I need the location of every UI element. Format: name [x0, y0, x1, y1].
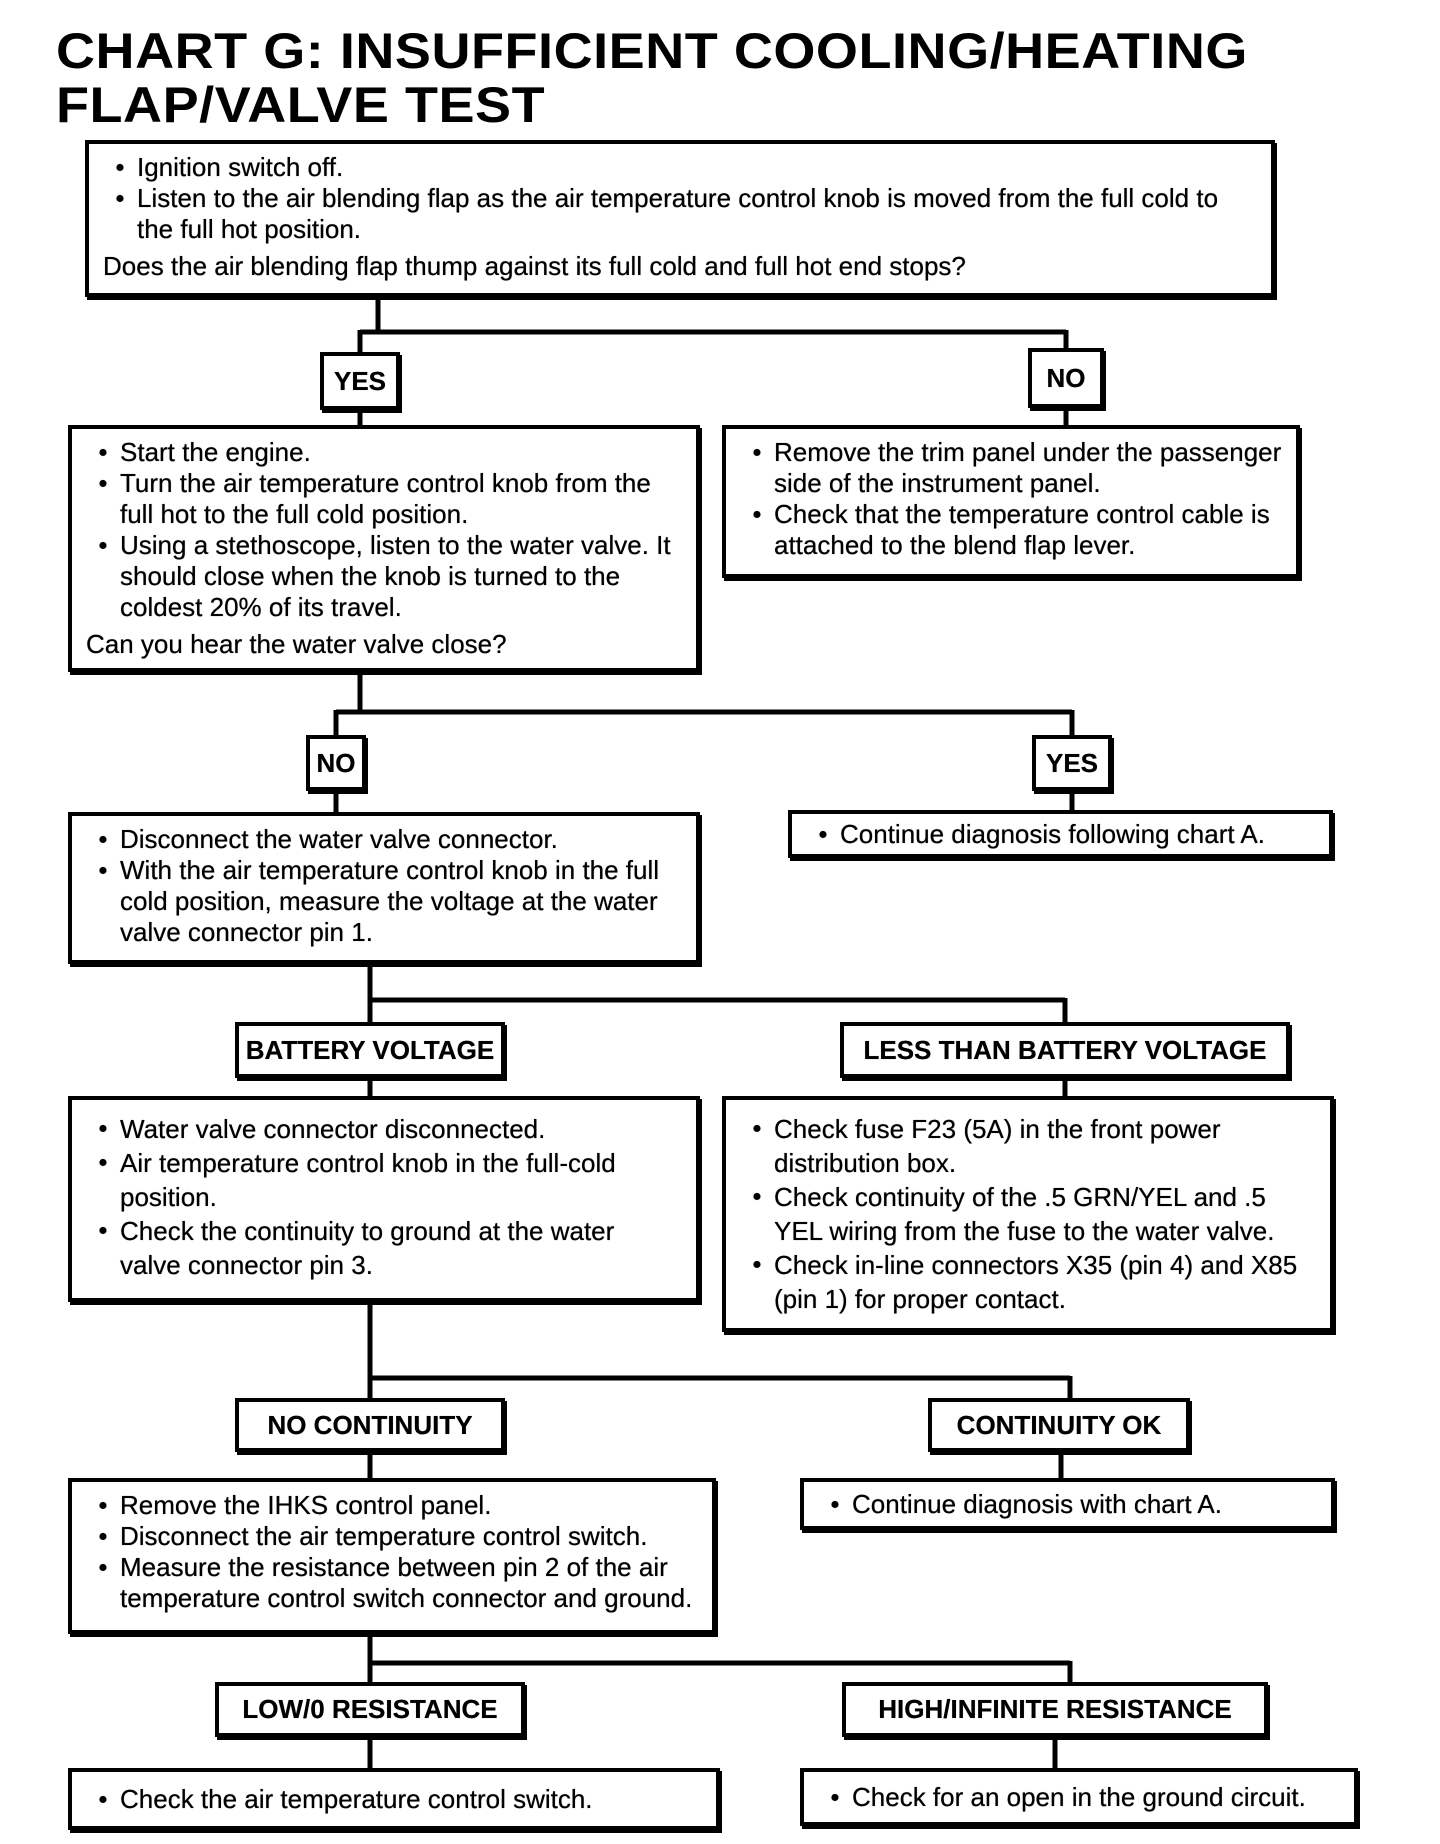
bullet-icon: ●: [98, 1497, 108, 1514]
bullet-text: Measure the resistance between pin 2 of …: [120, 1552, 693, 1613]
bullet-text: Ignition switch off.: [137, 152, 344, 182]
bullet-text: Water valve connector disconnected.: [120, 1114, 546, 1144]
bullet-icon: ●: [98, 862, 108, 879]
bullet-item: ● Using a stethoscope, listen to the wat…: [86, 530, 682, 623]
bullet-icon: ●: [98, 1222, 108, 1239]
bullet-icon: ●: [98, 475, 108, 492]
bullet-text: Check in-line connectors X35 (pin 4) and…: [774, 1250, 1298, 1314]
bullet-text: With the air temperature control knob in…: [120, 855, 660, 947]
bullet-text: Remove the IHKS control panel.: [120, 1490, 492, 1520]
bullet-item: ● Check that the temperature control cab…: [740, 499, 1282, 561]
branch-label-no-2: NO: [306, 735, 366, 791]
bullet-text: Check fuse F23 (5A) in the front power d…: [774, 1114, 1221, 1178]
bullet-icon: ●: [98, 1790, 108, 1808]
bullet-text: Listen to the air blending flap as the a…: [137, 183, 1219, 244]
bullet-item: ● Start the engine.: [86, 437, 682, 468]
bullet-text: Continue diagnosis following chart A.: [840, 818, 1265, 849]
bullet-item: ● Remove the trim panel under the passen…: [740, 437, 1282, 499]
bullet-icon: ●: [818, 825, 828, 843]
branch-label-no-1: NO: [1028, 348, 1104, 408]
bullet-text: Start the engine.: [120, 437, 311, 467]
bullet-text: Disconnect the water valve connector.: [120, 824, 558, 854]
node-check-ground-continuity-pin3: ● Water valve connector disconnected. ● …: [68, 1096, 700, 1302]
bullet-icon: ●: [98, 537, 108, 554]
branch-label-battery-voltage: BATTERY VOLTAGE: [235, 1022, 505, 1078]
node-continue-chart-a-2: ● Continue diagnosis with chart A.: [800, 1478, 1335, 1530]
bullet-text: Check for an open in the ground circuit.: [852, 1781, 1306, 1812]
bullet-icon: ●: [752, 1256, 762, 1273]
bullet-item: ● Check in-line connectors X35 (pin 4) a…: [740, 1248, 1316, 1316]
bullet-text: Remove the trim panel under the passenge…: [774, 437, 1282, 498]
bullet-item: ● Check the continuity to ground at the …: [86, 1214, 682, 1282]
bullet-item: ● Air temperature control knob in the fu…: [86, 1146, 682, 1214]
bullet-text: Using a stethoscope, listen to the water…: [120, 530, 671, 622]
branch-label-less-than-battery-voltage: LESS THAN BATTERY VOLTAGE: [840, 1022, 1290, 1078]
question-text: Can you hear the water valve close?: [86, 629, 507, 659]
bullet-icon: ●: [752, 444, 762, 461]
bullet-item: ● Ignition switch off.: [103, 152, 1257, 183]
node-check-ground-open: ● Check for an open in the ground circui…: [800, 1768, 1358, 1826]
bullet-icon: ●: [752, 1188, 762, 1205]
branch-label-high-infinite-resistance: HIGH/INFINITE RESISTANCE: [842, 1682, 1268, 1737]
bullet-icon: ●: [98, 831, 108, 848]
node-check-blend-cable: ● Remove the trim panel under the passen…: [722, 425, 1300, 578]
node-measure-resistance-pin2: ● Remove the IHKS control panel. ● Disco…: [68, 1478, 716, 1634]
bullet-icon: ●: [830, 1495, 840, 1513]
branch-label-continuity-ok: CONTINUITY OK: [928, 1398, 1190, 1452]
branch-label-yes-1: YES: [320, 352, 400, 410]
bullet-item: ● Check continuity of the .5 GRN/YEL and…: [740, 1180, 1316, 1248]
branch-label-low-resistance: LOW/0 RESISTANCE: [215, 1682, 525, 1737]
bullet-text: Turn the air temperature control knob fr…: [120, 468, 651, 529]
bullet-icon: ●: [752, 1120, 762, 1137]
bullet-icon: ●: [98, 1120, 108, 1137]
bullet-icon: ●: [830, 1788, 840, 1806]
bullet-item: ● With the air temperature control knob …: [86, 855, 682, 948]
node-continue-chart-a-1: ● Continue diagnosis following chart A.: [788, 810, 1333, 858]
bullet-text: Check the air temperature control switch…: [120, 1783, 593, 1814]
branch-label-no-continuity: NO CONTINUITY: [235, 1398, 505, 1452]
bullet-icon: ●: [98, 1528, 108, 1545]
bullet-item: ● Listen to the air blending flap as the…: [103, 183, 1257, 245]
page-title-line1: CHART G: INSUFFICIENT COOLING/HEATING: [56, 23, 1248, 79]
node-measure-voltage-pin1: ● Disconnect the water valve connector. …: [68, 812, 700, 964]
bullet-icon: ●: [98, 1154, 108, 1171]
bullet-item: ● Water valve connector disconnected.: [86, 1112, 682, 1146]
bullet-item: ● Disconnect the air temperature control…: [86, 1521, 698, 1552]
bullet-item: ● Turn the air temperature control knob …: [86, 468, 682, 530]
bullet-text: Air temperature control knob in the full…: [120, 1148, 616, 1212]
bullet-text: Check that the temperature control cable…: [774, 499, 1270, 560]
bullet-item: ● Check fuse F23 (5A) in the front power…: [740, 1112, 1316, 1180]
node-initial-check: ● Ignition switch off. ● Listen to the a…: [85, 140, 1275, 297]
bullet-text: Check the continuity to ground at the wa…: [120, 1216, 615, 1280]
bullet-text: Continue diagnosis with chart A.: [852, 1488, 1222, 1519]
bullet-text: Check continuity of the .5 GRN/YEL and .…: [774, 1182, 1275, 1246]
bullet-icon: ●: [98, 444, 108, 461]
bullet-icon: ●: [115, 190, 125, 207]
bullet-icon: ●: [115, 159, 125, 176]
bullet-icon: ●: [752, 506, 762, 523]
bullet-item: ● Measure the resistance between pin 2 o…: [86, 1552, 698, 1614]
branch-label-yes-2: YES: [1032, 735, 1112, 791]
page-title-line2: FLAP/VALVE TEST: [56, 77, 546, 133]
question-text: Does the air blending flap thump against…: [103, 251, 966, 281]
node-listen-water-valve: ● Start the engine. ● Turn the air tempe…: [68, 425, 700, 672]
node-check-temp-control-switch: ● Check the air temperature control swit…: [68, 1768, 720, 1830]
bullet-item: ● Disconnect the water valve connector.: [86, 824, 682, 855]
bullet-icon: ●: [98, 1559, 108, 1576]
node-check-fuse-wiring: ● Check fuse F23 (5A) in the front power…: [722, 1096, 1334, 1332]
bullet-item: ● Remove the IHKS control panel.: [86, 1490, 698, 1521]
bullet-text: Disconnect the air temperature control s…: [120, 1521, 648, 1551]
